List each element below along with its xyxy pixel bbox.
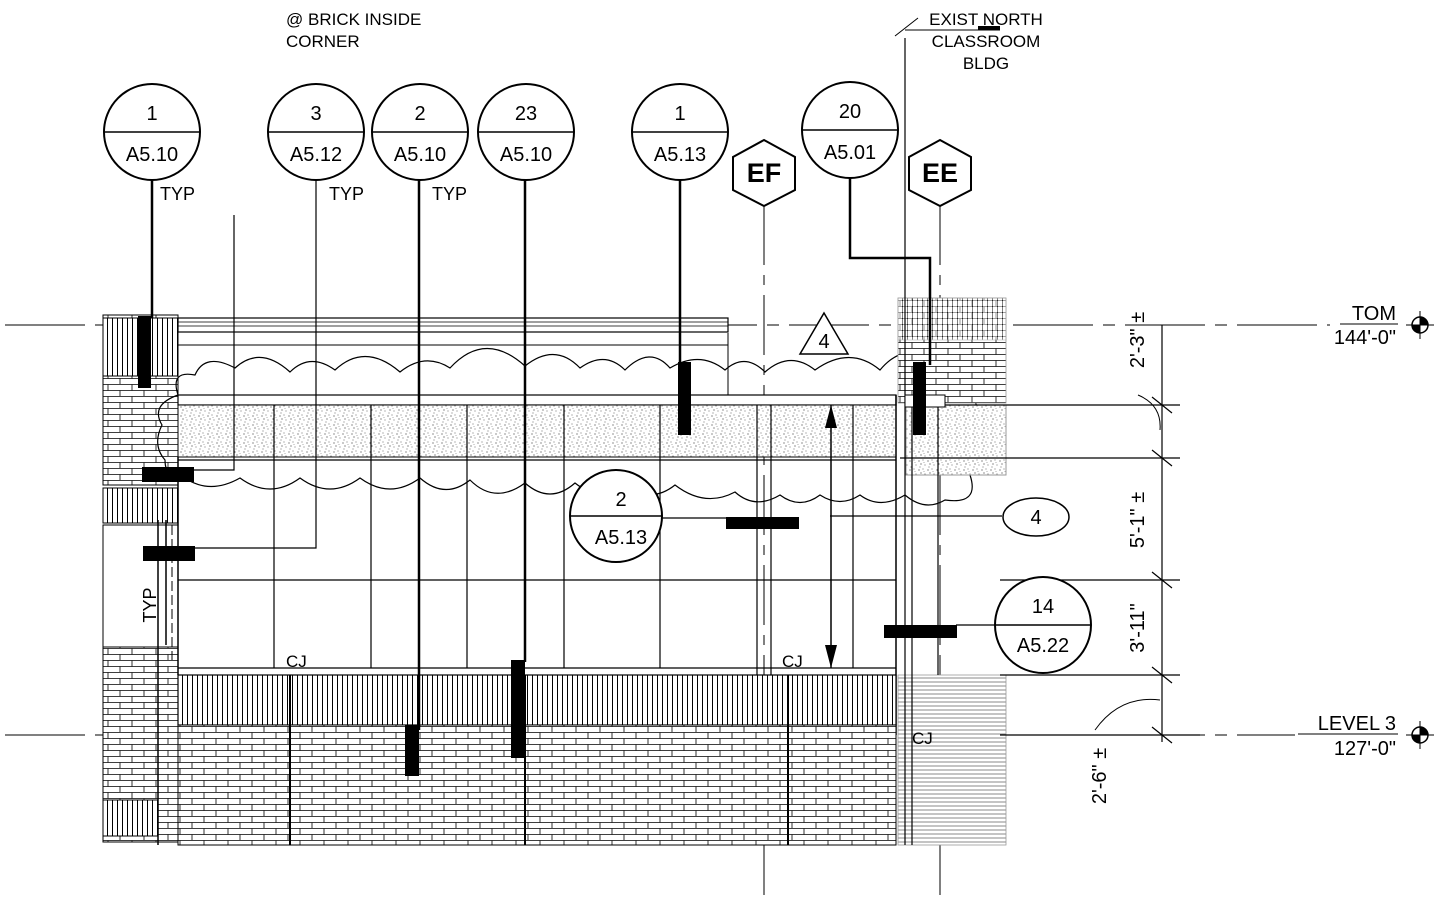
callout-sheet: A5.01	[824, 142, 876, 164]
callout-sheet: A5.10	[394, 144, 446, 166]
dimension-label: 2'-6" ±	[1089, 748, 1111, 804]
cj-label: CJ	[912, 729, 933, 748]
level-marker-tom[interactable]: TOM 144'-0"	[1334, 303, 1434, 349]
gridline-tag-ee[interactable]: EE	[908, 138, 972, 208]
detail-bars[interactable]	[138, 316, 957, 776]
callout-sheet: A5.13	[595, 527, 647, 549]
leader-lines	[150, 178, 1002, 730]
note-exist-bldg: EXIST NORTH	[929, 10, 1043, 29]
callout-sheet: A5.10	[126, 144, 178, 166]
callout-sheet: A5.13	[654, 144, 706, 166]
revision-number: 4	[818, 331, 829, 353]
dimension-string	[900, 325, 1200, 744]
dimension-label: 5'-1" ±	[1127, 492, 1149, 548]
typ-label: TYP	[432, 184, 467, 204]
gridline-label: EF	[747, 158, 782, 188]
callout-bubble[interactable]: 14 A5.22	[994, 576, 1092, 674]
cj-label: CJ	[286, 652, 307, 671]
keynote-number: 4	[1030, 507, 1041, 529]
callout-sheet: A5.22	[1017, 635, 1069, 657]
note-brick-corner-2: CORNER	[286, 32, 360, 51]
typ-label: TYP	[329, 184, 364, 204]
callout-bubble[interactable]: 1 A5.13	[631, 83, 729, 181]
callout-number: 3	[310, 103, 321, 125]
callout-bubble[interactable]: 2 A5.13	[569, 469, 663, 563]
dimension-label: 2'-3" ±	[1127, 312, 1149, 368]
note-brick-corner: @ BRICK INSIDE	[286, 10, 421, 29]
cj-label: CJ	[782, 652, 803, 671]
level-elevation: 127'-0"	[1334, 738, 1396, 760]
callout-number: 14	[1032, 596, 1054, 618]
callout-sheet: A5.12	[290, 144, 342, 166]
level-name: LEVEL 3	[1318, 713, 1396, 735]
callout-bubble[interactable]: 3 A5.12	[267, 83, 365, 181]
keynote-tag[interactable]: 4	[1002, 497, 1070, 537]
callout-number: 20	[839, 101, 861, 123]
gridline-tag-ef[interactable]: EF	[732, 138, 796, 208]
callout-bubble[interactable]: 2 A5.10	[371, 83, 469, 181]
existing-building	[894, 17, 1007, 846]
callout-bubble[interactable]: 23 A5.10	[477, 83, 575, 181]
dimension-label: 3'-11"	[1127, 603, 1149, 652]
note-exist-bldg-3: BLDG	[963, 54, 1009, 73]
callout-number: 1	[146, 103, 157, 125]
revision-cloud	[157, 347, 979, 506]
callout-bubble[interactable]: 20 A5.01	[801, 81, 899, 179]
level-marker-3[interactable]: LEVEL 3 127'-0"	[1298, 713, 1434, 760]
height-arrow	[825, 405, 837, 668]
left-brick-wall	[102, 314, 179, 845]
callout-bubble[interactable]: 1 A5.10	[103, 83, 201, 181]
note-exist-bldg-2: CLASSROOM	[932, 32, 1041, 51]
level-elevation: 144'-0"	[1334, 327, 1396, 349]
typ-label: TYP	[140, 587, 160, 622]
callout-number: 2	[615, 489, 626, 511]
gridline-label: EE	[922, 158, 958, 188]
callout-number: 23	[515, 103, 537, 125]
curtain-wall	[177, 317, 897, 846]
revision-delta[interactable]: 4	[798, 311, 850, 355]
callout-sheet: A5.10	[500, 144, 552, 166]
callout-number: 2	[414, 103, 425, 125]
callout-number: 1	[674, 103, 685, 125]
level-name: TOM	[1352, 303, 1396, 325]
typ-label: TYP	[160, 184, 195, 204]
